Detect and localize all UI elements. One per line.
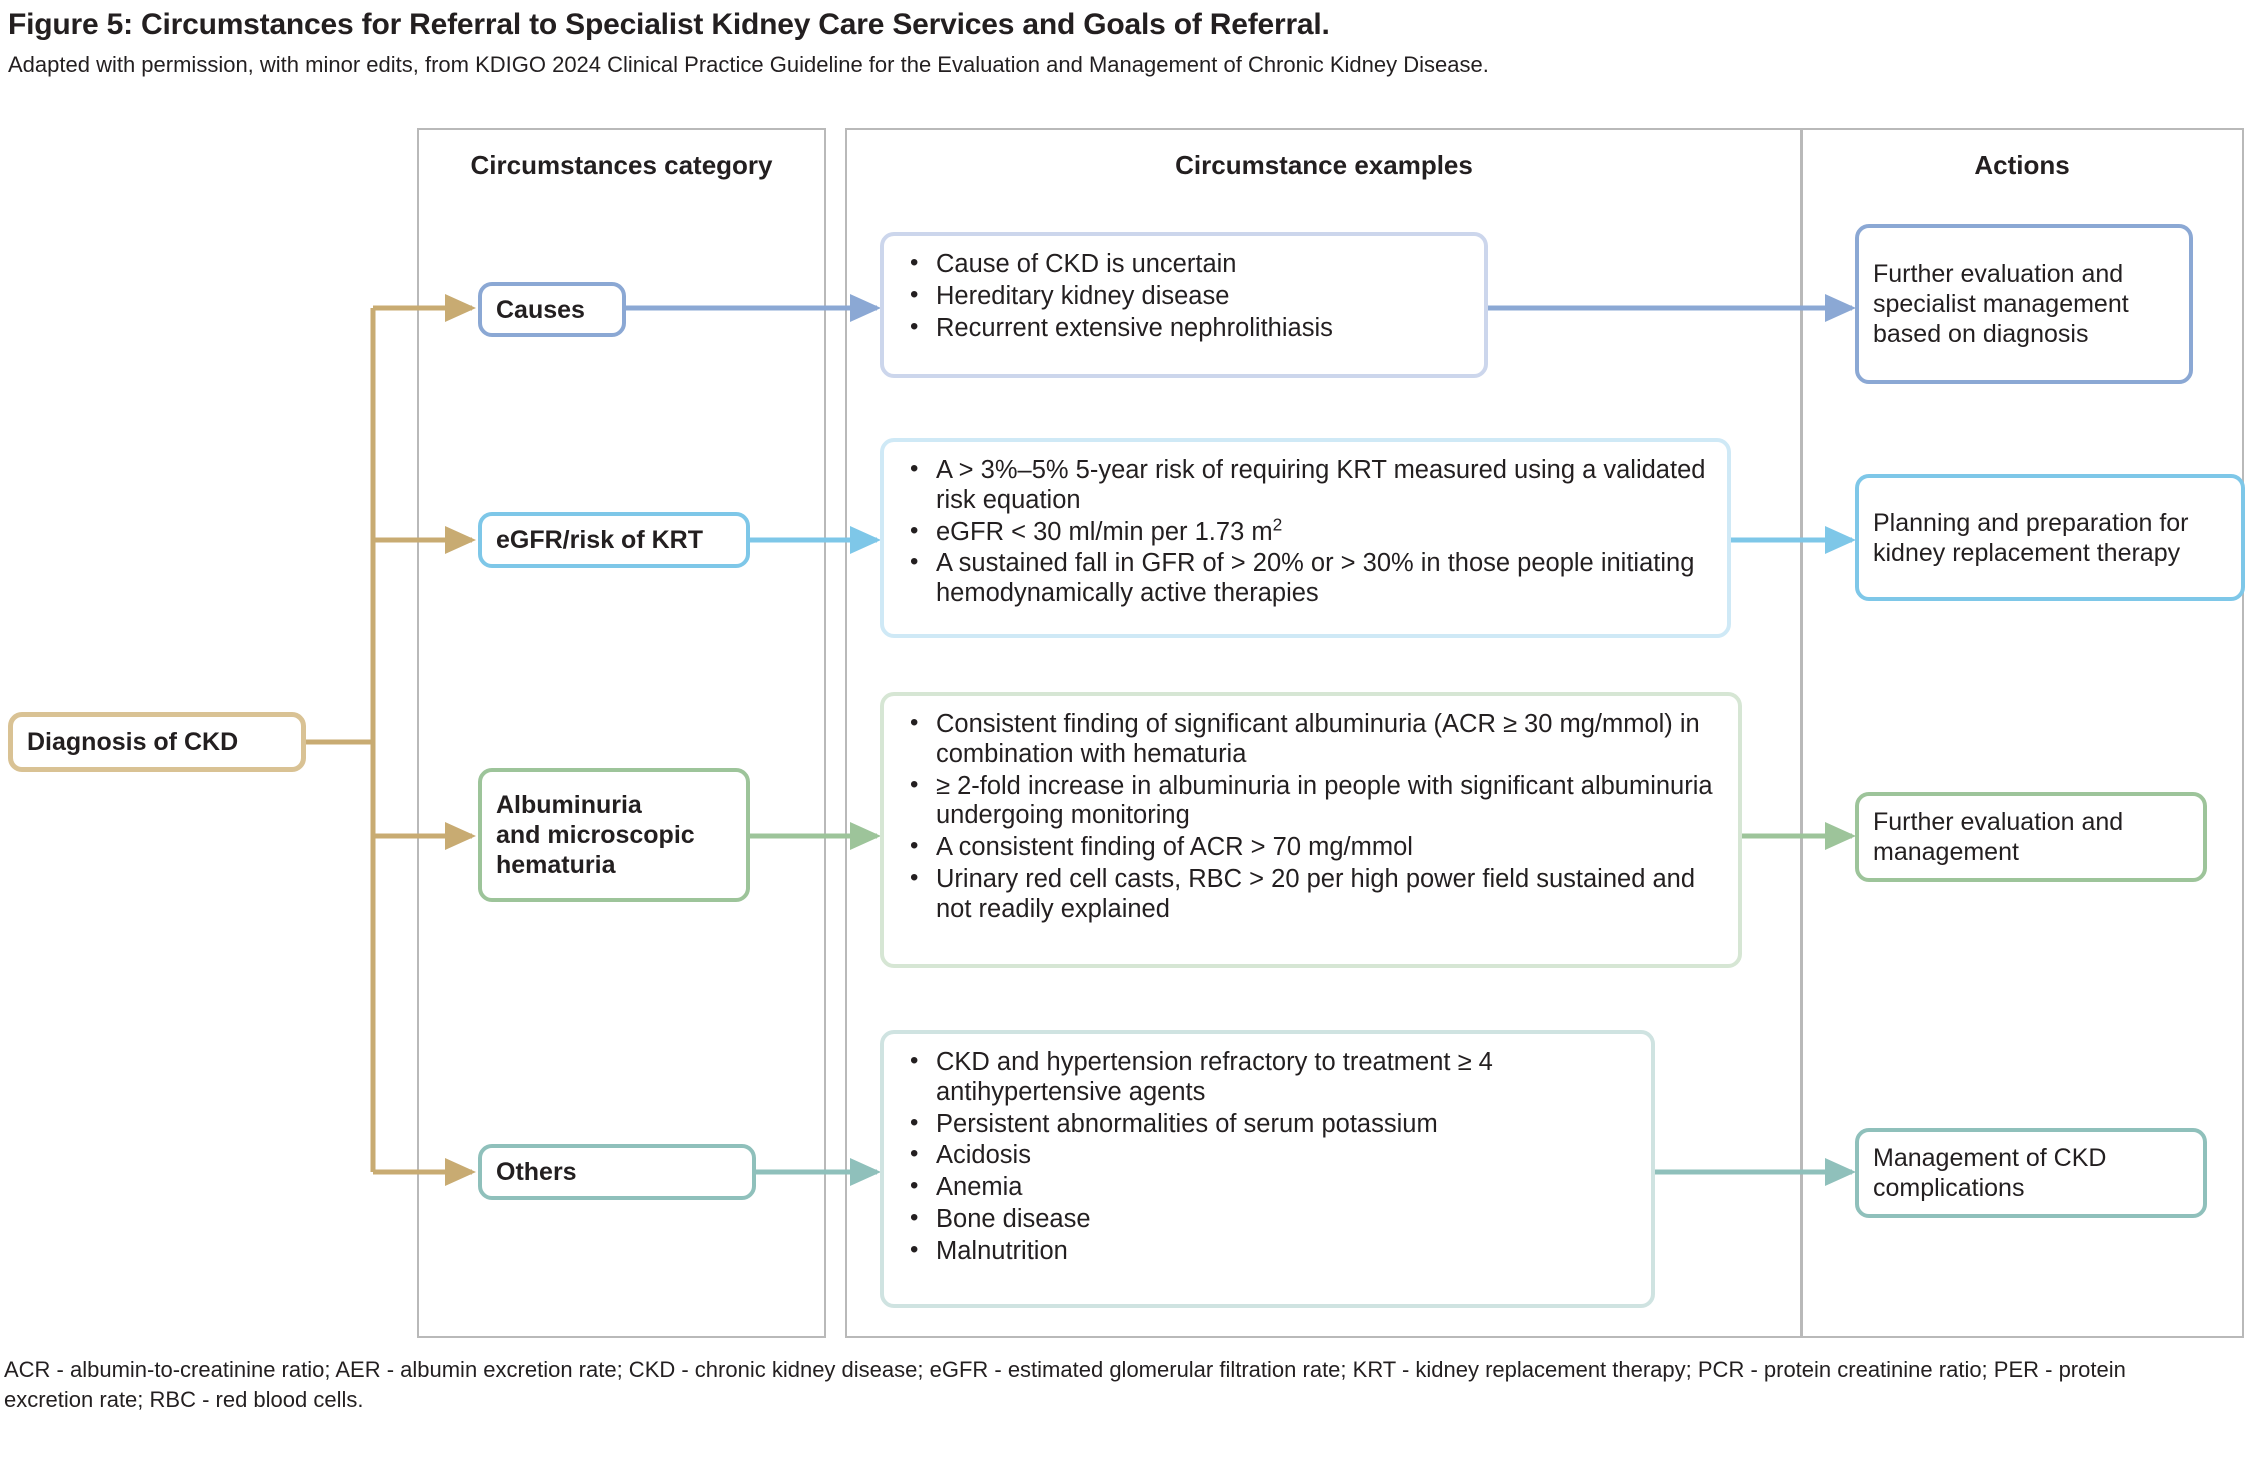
- examples-list-egfr: A > 3%–5% 5-year risk of requiring KRT m…: [904, 455, 1709, 609]
- node-category-egfr-label: eGFR/risk of KRT: [496, 526, 703, 554]
- action-box-others[interactable]: Management of CKD complications: [1855, 1128, 2207, 1218]
- column-frame-category: [417, 128, 826, 1338]
- examples-list-others: CKD and hypertension refractory to treat…: [904, 1047, 1633, 1267]
- list-item: A sustained fall in GFR of > 20% or > 30…: [904, 548, 1709, 609]
- figure-subtitle: Adapted with permission, with minor edit…: [8, 52, 1489, 77]
- list-item: Acidosis: [904, 1140, 1633, 1171]
- node-category-others[interactable]: Others: [478, 1144, 756, 1200]
- column-heading-category: Circumstances category: [470, 150, 773, 180]
- examples-box-causes[interactable]: Cause of CKD is uncertain Hereditary kid…: [880, 232, 1488, 378]
- list-item: Bone disease: [904, 1204, 1633, 1235]
- list-item: eGFR < 30 ml/min per 1.73 m2: [904, 515, 1709, 548]
- action-box-albuminuria[interactable]: Further evaluation and management: [1855, 792, 2207, 882]
- list-item: ≥ 2-fold increase in albuminuria in peop…: [904, 771, 1720, 832]
- examples-box-egfr[interactable]: A > 3%–5% 5-year risk of requiring KRT m…: [880, 438, 1731, 638]
- action-box-others-label: Management of CKD complications: [1873, 1144, 2107, 1202]
- list-item: Persistent abnormalities of serum potass…: [904, 1109, 1633, 1140]
- list-item: Anemia: [904, 1172, 1633, 1203]
- list-item: Hereditary kidney disease: [904, 281, 1466, 312]
- figure-title: Figure 5: Circumstances for Referral to …: [8, 8, 1330, 41]
- node-category-egfr[interactable]: eGFR/risk of KRT: [478, 512, 750, 568]
- column-heading-actions: Actions: [1974, 150, 2070, 180]
- action-box-causes[interactable]: Further evaluation and specialist manage…: [1855, 224, 2193, 384]
- list-item: Consistent finding of significant albumi…: [904, 709, 1720, 770]
- list-item: Malnutrition: [904, 1236, 1633, 1267]
- examples-list-albuminuria: Consistent finding of significant albumi…: [904, 709, 1720, 925]
- action-box-causes-label: Further evaluation and specialist manage…: [1873, 260, 2129, 348]
- list-item: Cause of CKD is uncertain: [904, 249, 1466, 280]
- column-frame-examples: [845, 128, 1803, 1338]
- node-category-causes[interactable]: Causes: [478, 282, 626, 337]
- list-item: Urinary red cell casts, RBC > 20 per hig…: [904, 864, 1720, 925]
- action-box-egfr-label: Planning and preparation for kidney repl…: [1873, 508, 2189, 567]
- action-box-albuminuria-label: Further evaluation and management: [1873, 808, 2124, 866]
- examples-box-albuminuria[interactable]: Consistent finding of significant albumi…: [880, 692, 1742, 968]
- node-diagnosis-of-ckd-label: Diagnosis of CKD: [27, 728, 239, 756]
- figure-footnote: ACR - albumin-to-creatinine ratio; AER -…: [4, 1357, 2126, 1413]
- node-diagnosis-of-ckd[interactable]: Diagnosis of CKD: [8, 712, 306, 772]
- column-heading-examples: Circumstance examples: [1175, 150, 1473, 180]
- node-category-causes-label: Causes: [496, 295, 585, 324]
- examples-list-causes: Cause of CKD is uncertain Hereditary kid…: [904, 249, 1466, 344]
- list-item: A > 3%–5% 5-year risk of requiring KRT m…: [904, 455, 1709, 516]
- node-category-others-label: Others: [496, 1158, 577, 1186]
- list-item: CKD and hypertension refractory to treat…: [904, 1047, 1633, 1108]
- list-item: Recurrent extensive nephrolithiasis: [904, 313, 1466, 344]
- list-item: A consistent finding of ACR > 70 mg/mmol: [904, 832, 1720, 863]
- action-box-egfr[interactable]: Planning and preparation for kidney repl…: [1855, 474, 2245, 601]
- column-frame-actions: [1800, 128, 2244, 1338]
- examples-box-others[interactable]: CKD and hypertension refractory to treat…: [880, 1030, 1655, 1308]
